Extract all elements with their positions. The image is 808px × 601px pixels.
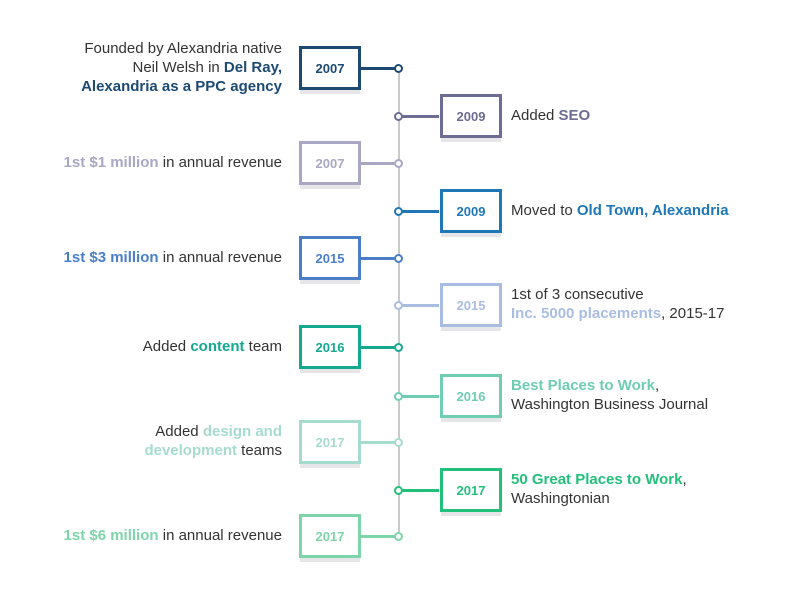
description-line: 50 Great Places to Work, [511, 470, 687, 489]
connector-line [361, 441, 399, 444]
year-box: 2017 [299, 420, 361, 464]
plain-text: , [682, 471, 687, 488]
timeline-node-icon [394, 343, 403, 352]
plain-text: Added [511, 106, 559, 124]
highlight-text: 50 Great Places to Work [511, 471, 683, 488]
year-box: 2007 [299, 46, 361, 90]
plain-text: team [244, 337, 282, 355]
connector-line [361, 67, 399, 70]
plain-text: Washington Business Journal [511, 396, 709, 413]
event-description: Added content team [143, 337, 282, 356]
highlight-text: Alexandria as a PPC agency [81, 77, 282, 95]
event-description: Moved to Old Town, Alexandria [511, 201, 729, 220]
highlight-text: design and [202, 423, 282, 440]
description-line: Added content team [143, 337, 282, 356]
plain-text: Founded by Alexandria native [84, 39, 282, 57]
highlight-text: Best Places to Work [511, 377, 655, 394]
highlight-text: development [144, 442, 237, 459]
connector-line [401, 115, 439, 118]
connector-line [401, 395, 439, 398]
connector-line [361, 535, 399, 538]
highlight-text: 1st $6 million [63, 526, 159, 544]
timeline-node-icon [394, 438, 403, 447]
timeline-node-icon [394, 301, 403, 310]
timeline-node-icon [394, 254, 403, 263]
timeline-node-icon [394, 532, 403, 541]
description-line: Alexandria as a PPC agency [81, 77, 282, 96]
highlight-text: 1st $3 million [63, 248, 159, 266]
plain-text: , 2015-17 [661, 305, 725, 322]
description-line: development teams [144, 441, 282, 460]
plain-text: 1st of 3 consecutive [511, 286, 644, 303]
year-box: 2015 [440, 283, 502, 327]
plain-text: Moved to [511, 201, 577, 219]
event-description: 1st $3 million in annual revenue [64, 248, 282, 267]
highlight-text: Old Town, Alexandria [576, 201, 729, 219]
description-line: 1st $1 million in annual revenue [64, 153, 282, 172]
connector-line [401, 489, 439, 492]
description-line: Neil Welsh in Del Ray, [81, 58, 282, 77]
timeline-node-icon [394, 207, 403, 216]
connector-line [361, 346, 399, 349]
plain-text: Neil Welsh in [132, 58, 224, 76]
plain-text: , [654, 377, 660, 394]
plain-text: Added [142, 337, 191, 355]
event-description: 1st $6 million in annual revenue [64, 526, 282, 545]
timeline-node-icon [394, 486, 403, 495]
connector-line [401, 304, 439, 307]
timeline-node-icon [394, 112, 403, 121]
year-box: 2016 [440, 374, 502, 418]
year-box: 2015 [299, 236, 361, 280]
plain-text: in annual revenue [158, 526, 282, 544]
year-box: 2017 [440, 468, 502, 512]
event-description: 50 Great Places to Work,Washingtonian [511, 470, 687, 508]
description-line: 1st $3 million in annual revenue [64, 248, 282, 267]
description-line: 1st $6 million in annual revenue [64, 526, 282, 545]
highlight-text: SEO [558, 106, 591, 124]
description-line: Inc. 5000 placements, 2015-17 [511, 304, 724, 323]
plain-text: Added [155, 423, 203, 440]
year-box: 2007 [299, 141, 361, 185]
description-line: Washington Business Journal [511, 395, 708, 414]
event-description: Added SEO [511, 106, 590, 125]
highlight-text: Del Ray, [223, 58, 282, 76]
description-line: Added design and [144, 422, 282, 441]
highlight-text: Inc. 5000 placements [511, 305, 662, 322]
timeline-node-icon [394, 392, 403, 401]
event-description: 1st $1 million in annual revenue [64, 153, 282, 172]
description-line: Best Places to Work, [511, 376, 708, 395]
description-line: Added SEO [511, 106, 590, 125]
highlight-text: content [190, 337, 245, 355]
year-box: 2009 [440, 189, 502, 233]
year-box: 2017 [299, 514, 361, 558]
connector-line [361, 162, 399, 165]
plain-text: teams [236, 442, 282, 459]
timeline-node-icon [394, 64, 403, 73]
event-description: Best Places to Work,Washington Business … [511, 376, 708, 414]
description-line: Founded by Alexandria native [81, 39, 282, 58]
year-box: 2016 [299, 325, 361, 369]
connector-line [361, 257, 399, 260]
connector-line [401, 210, 439, 213]
description-line: 1st of 3 consecutive [511, 285, 724, 304]
description-line: Moved to Old Town, Alexandria [511, 201, 729, 220]
timeline-node-icon [394, 159, 403, 168]
description-line: Washingtonian [511, 489, 687, 508]
year-box: 2009 [440, 94, 502, 138]
plain-text: in annual revenue [158, 153, 282, 171]
highlight-text: 1st $1 million [63, 153, 159, 171]
plain-text: Washingtonian [511, 490, 610, 507]
plain-text: in annual revenue [158, 248, 282, 266]
